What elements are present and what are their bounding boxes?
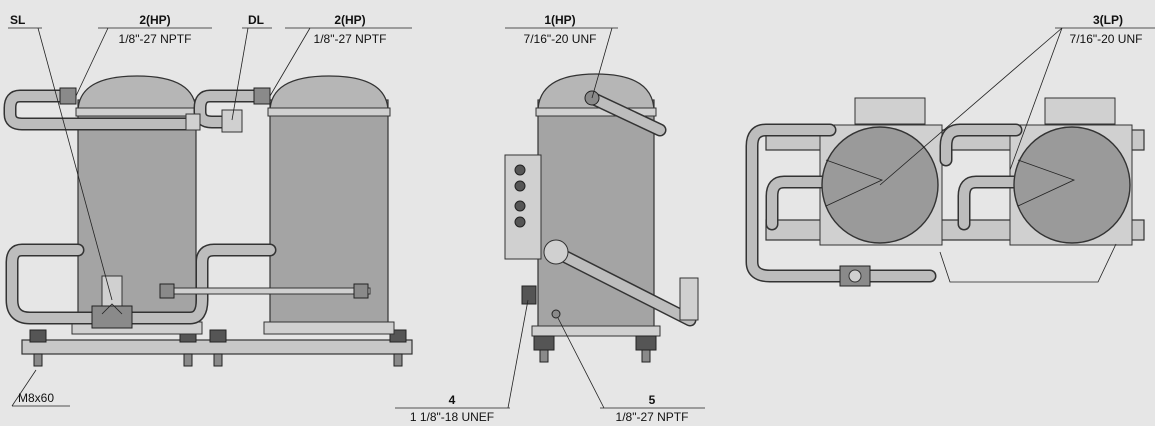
top-view (745, 97, 1145, 287)
discharge-pipes (3, 87, 271, 133)
label-dl: DL (248, 13, 264, 27)
label-lp3-spec: 7/16"-20 UNF (1070, 32, 1143, 46)
label-hp2-a-title: 2(HP) (139, 13, 170, 27)
leader-lines (8, 27, 1155, 409)
label-port-5-title: 5 (649, 393, 656, 407)
label-port-4-spec: 1 1/8"-18 UNEF (410, 410, 494, 424)
valve-hp2-b (253, 87, 271, 105)
label-hp2-a-spec: 1/8"-27 NPTF (119, 32, 192, 46)
label-hp2-b-title: 2(HP) (334, 13, 365, 27)
top-compressor-2 (1013, 126, 1131, 244)
label-hp1-title: 1(HP) (544, 13, 575, 27)
compressor-1-shell (77, 99, 197, 333)
compressor-2 (263, 75, 395, 335)
compressor-2-dome (269, 75, 389, 113)
compressor-2-shell (269, 99, 389, 333)
label-hp2-b-spec: 1/8"-27 NPTF (314, 32, 387, 46)
compressor-1-dome (77, 75, 197, 113)
oil-equalization-line (159, 283, 371, 299)
port-4-sightglass (521, 285, 537, 305)
callout-labels: SL 2(HP) 1/8"-27 NPTF DL 2(HP) 1/8"-27 N… (10, 13, 1142, 424)
port-5-fitting (551, 309, 561, 319)
label-m8: M8x60 (18, 391, 54, 405)
side-view (504, 73, 699, 363)
label-port-4-title: 4 (449, 393, 456, 407)
label-sl: SL (10, 13, 25, 27)
dl-fitting (221, 109, 243, 133)
label-lp3-title: 3(LP) (1093, 13, 1123, 27)
label-port-5-spec: 1/8"-27 NPTF (616, 410, 689, 424)
label-hp1-spec: 7/16"-20 UNF (524, 32, 597, 46)
compressor-1 (71, 75, 203, 335)
valve-hp2-a (59, 87, 77, 105)
front-view (3, 75, 413, 367)
terminal-glands (514, 164, 526, 228)
